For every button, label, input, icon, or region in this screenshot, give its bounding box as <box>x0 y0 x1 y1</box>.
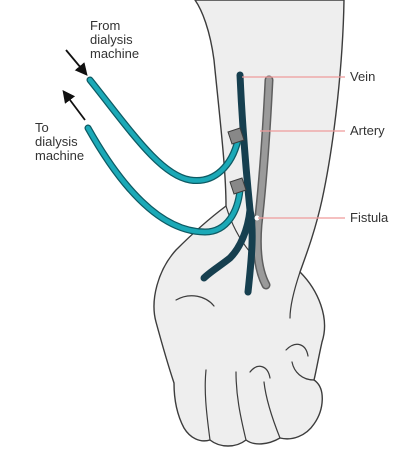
arrow-to-machine <box>64 92 85 120</box>
arrow-from-machine <box>66 50 86 74</box>
label-from-line3: machine <box>90 46 139 61</box>
label-to-line1: To <box>35 120 49 135</box>
label-vein: Vein <box>350 69 375 84</box>
label-to-line3: machine <box>35 148 84 163</box>
label-to-line2: dialysis <box>35 134 78 149</box>
label-from-line1: From <box>90 18 120 33</box>
label-fistula: Fistula <box>350 210 389 225</box>
label-from-line2: dialysis <box>90 32 133 47</box>
label-artery: Artery <box>350 123 385 138</box>
dialysis-tubes <box>88 80 240 232</box>
